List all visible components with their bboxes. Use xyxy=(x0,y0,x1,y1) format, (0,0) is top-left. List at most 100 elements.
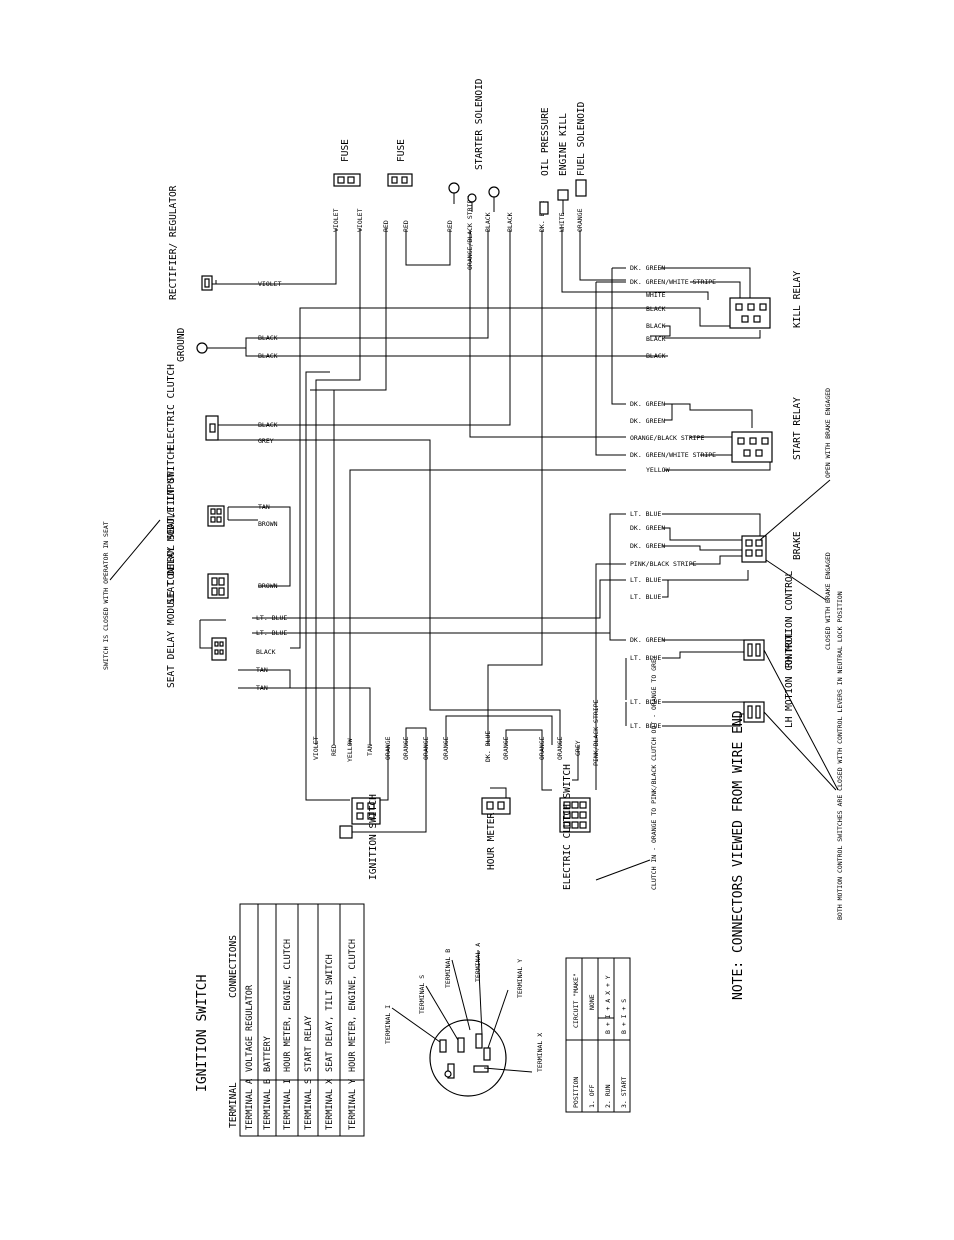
svg-text:3. START: 3. START xyxy=(620,1077,628,1108)
wire-label: DK. GREEN xyxy=(630,524,665,532)
wire-label: LT. BLUE xyxy=(630,510,661,518)
wire-label: BLACK xyxy=(256,648,276,656)
brake-closed-note: CLOSED WITH BRAKE ENGAGED xyxy=(824,552,832,650)
kill-relay-label: KILL RELAY xyxy=(792,271,803,328)
wire-label: LT. BLUE xyxy=(630,593,661,601)
wire-label: DK. GREEN xyxy=(630,542,665,550)
svg-text:SEAT DELAY, TILT SWITCH: SEAT DELAY, TILT SWITCH xyxy=(325,954,335,1072)
ignition-table-row: TERMINAL I HOUR METER, ENGINE, CLUTCH xyxy=(283,939,293,1130)
svg-text:HOUR METER, ENGINE, CLUTCH: HOUR METER, ENGINE, CLUTCH xyxy=(348,939,358,1072)
svg-text:B + I + S: B + I + S xyxy=(620,999,628,1034)
fuse-1-icon xyxy=(333,173,361,187)
wire-label: ORANGE xyxy=(422,736,430,760)
lh-motion-label: LH MOTION CONTROL xyxy=(784,630,795,728)
svg-text:TERMINAL I: TERMINAL I xyxy=(283,1079,293,1130)
engine-kill-label: ENGINE KILL xyxy=(558,113,569,176)
svg-text:TERMINAL S: TERMINAL S xyxy=(304,1079,314,1130)
wire-label: YELLOW xyxy=(346,738,354,762)
ignition-table-title: IGNITION SWITCH xyxy=(195,975,210,1092)
ground-terminal-icon xyxy=(196,342,214,354)
wire-label: LT. BLUE xyxy=(256,629,287,637)
notes: SWITCH IS CLOSED WITH OPERATOR IN SEAT O… xyxy=(102,388,844,1000)
wire-label: LT. BLUE xyxy=(630,654,661,662)
ground-label: GROUND xyxy=(176,327,187,362)
svg-text:1. OFF: 1. OFF xyxy=(588,1084,596,1108)
wire-label: BLACK xyxy=(646,305,666,313)
svg-text:TERMINAL X: TERMINAL X xyxy=(325,1078,335,1130)
wire-label: LT. BLUE xyxy=(256,614,287,622)
wire-label: DK. GREEN xyxy=(630,636,665,644)
rectifier-label: RECTIFIER/ REGULATOR xyxy=(168,185,179,300)
svg-text:TERMINAL B: TERMINAL B xyxy=(263,1079,273,1130)
wire-label: BROWN xyxy=(258,520,278,528)
wire-label: VIOLET xyxy=(258,280,282,288)
brake-switch-icon xyxy=(741,535,767,563)
svg-text:2. RUN: 2. RUN xyxy=(604,1084,612,1108)
wire-label: TAN xyxy=(256,666,268,674)
wire-label: BLACK xyxy=(258,421,278,429)
wire-label: DK. GREEN xyxy=(630,264,665,272)
ignition-table-row: TERMINAL B BATTERY xyxy=(263,1036,273,1130)
ignition-table-row: TERMINAL A VOLTAGE REGULATOR xyxy=(245,984,255,1130)
rh-motion-connector-icon xyxy=(743,639,765,661)
ignition-table-row: TERMINAL S START RELAY xyxy=(304,1016,314,1130)
clutch-switch-connector-icon xyxy=(559,797,591,833)
wire-label: ORANGE xyxy=(556,736,564,760)
ignition-table-row: TERMINAL Y HOUR METER, ENGINE, CLUTCH xyxy=(348,939,358,1130)
svg-text:VOLTAGE REGULATOR: VOLTAGE REGULATOR xyxy=(245,984,255,1072)
electric-clutch-label: ELECTRIC CLUTCH xyxy=(166,364,177,450)
svg-text:START RELAY: START RELAY xyxy=(304,1016,314,1072)
wire-label: TAN xyxy=(256,684,268,692)
connectors-note: NOTE: CONNECTORS VIEWED FROM WIRE END xyxy=(731,710,746,1000)
wire-label: LT. BLUE xyxy=(630,722,661,730)
component-labels: RECTIFIER/ REGULATOR GROUND ELECTRIC CLU… xyxy=(166,78,803,890)
wire-label: ORANGE xyxy=(402,736,410,760)
rh-motion-label: RH MOTION CONTROL xyxy=(784,570,795,668)
ignition-table-header-connections: CONNECTIONS xyxy=(228,935,239,998)
wire-label: DK. GREEN xyxy=(630,400,665,408)
start-relay-label: START RELAY xyxy=(792,397,803,460)
brake-label: BRAKE xyxy=(792,531,803,560)
wire-label: VIOLET xyxy=(356,208,364,232)
brake-open-note: OPEN WITH BRAKE ENGAGED xyxy=(824,388,832,478)
wire-label: GREY xyxy=(574,740,582,756)
terminal-y-label: TERMINAL Y xyxy=(516,959,524,998)
terminal-a-label: TERMINAL A xyxy=(474,943,482,982)
wire-label-group: VIOLET BLACK BLACK BLACK GREY TAN BROWN … xyxy=(256,196,716,766)
svg-text:TERMINAL Y: TERMINAL Y xyxy=(348,1079,358,1130)
fuse-2-label: FUSE xyxy=(396,139,407,162)
position-table: POSITION CIRCUIT "MAKE" 1. OFF NONE 2. R… xyxy=(565,957,631,1113)
wire-label: DK. GREEN/WHITE STRIPE xyxy=(630,278,716,286)
svg-text:HOUR METER, ENGINE, CLUTCH: HOUR METER, ENGINE, CLUTCH xyxy=(283,939,293,1072)
fuse-1-label: FUSE xyxy=(340,139,351,162)
wire-label: DK. GREEN xyxy=(630,417,665,425)
wire-label: ORANGE xyxy=(442,736,450,760)
wire-label: VIOLET xyxy=(312,736,320,760)
wire-label: LT. BLUE xyxy=(630,698,661,706)
kill-relay-icon xyxy=(729,297,771,329)
wire-label: BLACK xyxy=(646,322,666,330)
wire-label: RED xyxy=(330,744,338,756)
hour-meter-connector-icon xyxy=(481,797,511,815)
seat-delay-input-label: SEAT DELAY MODULE INPUT xyxy=(166,472,177,604)
oil-pressure-icon xyxy=(539,201,549,215)
wire-label: DK. GREEN/WHITE STRIPE xyxy=(630,451,716,459)
ignition-table-row: TERMINAL X SEAT DELAY, TILT SWITCH xyxy=(325,954,335,1130)
wire-label: ORANGE xyxy=(576,208,584,232)
wire-label: BLACK xyxy=(484,212,492,232)
starter-solenoid-icon xyxy=(448,182,500,212)
wire-label: LT. BLUE xyxy=(630,576,661,584)
position-table-row: 3. START B + I + S xyxy=(620,999,628,1108)
wire-label: ORANGE/BLACK STRIPE xyxy=(466,196,474,270)
wire-label: PINK/BLACK STRIPE xyxy=(630,560,697,568)
wire-label: BLACK xyxy=(646,335,666,343)
svg-text:NONE: NONE xyxy=(588,994,596,1010)
position-table-header-circuit: CIRCUIT "MAKE" xyxy=(572,973,580,1028)
wire-label: TAN xyxy=(366,744,374,756)
terminal-x-label: TERMINAL X xyxy=(536,1033,544,1072)
wire-label: RED xyxy=(382,220,390,232)
rectifier-connector-icon xyxy=(201,275,213,291)
ignition-table-header-terminal: TERMINAL xyxy=(228,1082,239,1128)
engine-kill-icon xyxy=(557,189,569,214)
terminal-s-label: TERMINAL S xyxy=(418,975,426,1014)
